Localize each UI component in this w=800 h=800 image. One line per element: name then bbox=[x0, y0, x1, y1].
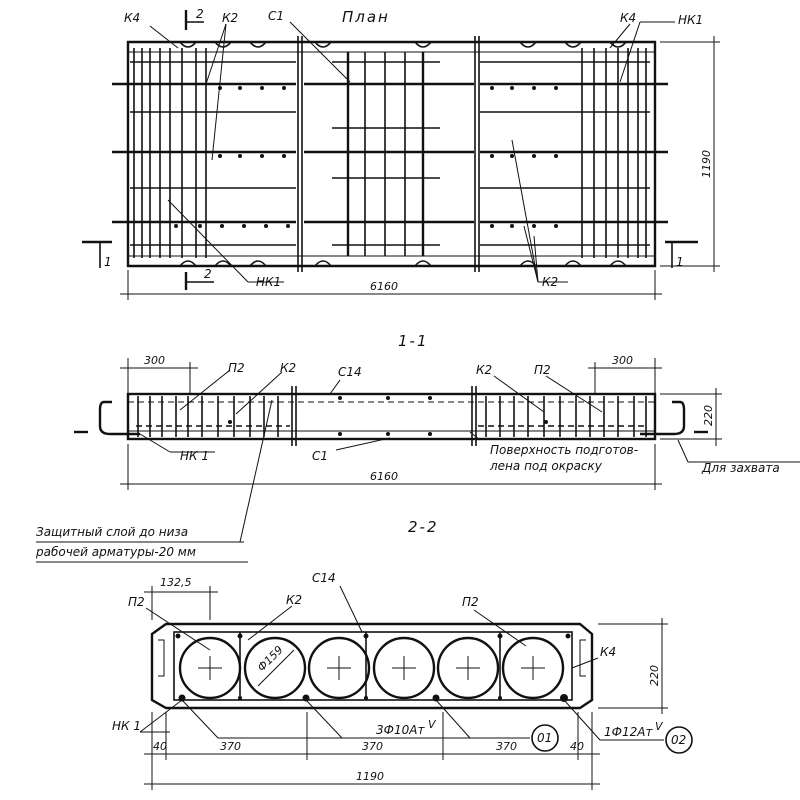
plan-title: План bbox=[342, 8, 390, 26]
section-1-title: 1-1 bbox=[398, 332, 429, 350]
hollow-cores bbox=[178, 636, 565, 700]
position-marker-02 bbox=[665, 726, 693, 754]
section-1-dots bbox=[228, 396, 548, 436]
section-2-2: 2-2 132,5 С14 П2 К2 Ф159 П2 К4 НК 1 3Ф10… bbox=[112, 518, 693, 790]
label-cut-1-left: 1 bbox=[104, 255, 112, 269]
section-1-1: 1-1 П2 К2 С14 К2 П2 НК 1 С1 300 300 6160… bbox=[35, 332, 800, 563]
label-phi159: Ф159 bbox=[255, 643, 286, 674]
label-p2-right-s2: П2 bbox=[462, 595, 479, 609]
label-k2-right-s1: К2 bbox=[476, 363, 492, 377]
note-cover-line1: Защитный слой до низа bbox=[36, 525, 188, 539]
dim-left-300: 300 bbox=[144, 354, 165, 367]
dim-370-2: 370 bbox=[362, 740, 383, 753]
label-pos-02: 02 bbox=[671, 733, 686, 747]
dim-section-2-total: 1190 bbox=[356, 770, 384, 783]
plan-cut-markers bbox=[82, 10, 698, 290]
plan-outline bbox=[126, 40, 657, 268]
label-c1-s1: С1 bbox=[312, 449, 328, 463]
plan-mesh-right bbox=[581, 48, 647, 258]
plan-mesh-left bbox=[133, 48, 207, 258]
dim-section-1-height: 220 bbox=[702, 405, 715, 426]
plan-leaders bbox=[149, 21, 675, 283]
label-cut-2-top: 2 bbox=[196, 7, 204, 21]
section-2-outline bbox=[150, 622, 594, 710]
dim-370-1: 370 bbox=[220, 740, 241, 753]
label-p2-right-s1: П2 bbox=[534, 363, 551, 377]
section-1-outline bbox=[126, 392, 657, 441]
plan-rebar-dots bbox=[174, 86, 558, 228]
label-rebar-edge: 1Ф12Ат bbox=[604, 725, 653, 739]
section-1-dims bbox=[120, 358, 722, 490]
note-cover-line2: рабочей арматуры-20 мм bbox=[35, 545, 196, 559]
lifting-hook-left bbox=[98, 400, 140, 436]
label-rebar-edge-class: V bbox=[655, 720, 664, 733]
plan-dims bbox=[120, 36, 720, 300]
plan-c1-cage bbox=[304, 52, 474, 256]
label-c1-plan: С1 bbox=[268, 9, 284, 23]
label-cut-1-right: 1 bbox=[676, 255, 684, 269]
label-p2-left-s2: П2 bbox=[128, 595, 145, 609]
dim-section-1-length: 6160 bbox=[370, 470, 398, 483]
label-k2-top: К2 bbox=[222, 11, 238, 25]
label-nk1-right: НК1 bbox=[678, 13, 703, 27]
dim-right-300: 300 bbox=[612, 354, 633, 367]
section-1-mesh-left bbox=[137, 396, 279, 437]
section-2-dots bbox=[175, 633, 571, 702]
note-lifting: Для захвата bbox=[701, 461, 780, 475]
label-k2-bottom: К2 bbox=[542, 275, 558, 289]
label-c14-s2: С14 bbox=[312, 571, 336, 585]
label-rebar-main-class: V bbox=[428, 718, 437, 731]
label-k4-s2: К4 bbox=[600, 645, 616, 659]
section-1-mesh-right bbox=[485, 396, 647, 437]
label-rebar-main: 3Ф10Ат bbox=[376, 723, 425, 737]
dim-plan-width: 1190 bbox=[700, 150, 713, 178]
dim-132-5: 132,5 bbox=[160, 576, 192, 589]
label-pos-01: 01 bbox=[537, 731, 552, 745]
plan-view: План К4 2 К2 С1 К4 НК1 1 1 2 НК1 К2 6160… bbox=[82, 7, 720, 300]
label-nk1-bottom: НК1 bbox=[256, 275, 281, 289]
dim-40-right: 40 bbox=[570, 740, 584, 753]
label-k2-left-s1: К2 bbox=[280, 361, 296, 375]
lifting-hook-right bbox=[640, 400, 686, 436]
label-c14-s1: С14 bbox=[338, 365, 362, 379]
section-1-leaders bbox=[139, 369, 800, 543]
section-2-dims bbox=[144, 586, 668, 790]
label-k2-s2: К2 bbox=[286, 593, 302, 607]
label-k4-right: К4 bbox=[620, 11, 636, 25]
dim-plan-length: 6160 bbox=[370, 280, 398, 293]
dim-40-left: 40 bbox=[153, 740, 167, 753]
section-2-leaders bbox=[139, 585, 664, 741]
label-k4-left: К4 bbox=[124, 11, 140, 25]
section-2-title: 2-2 bbox=[408, 518, 439, 536]
dim-370-3: 370 bbox=[496, 740, 517, 753]
label-nk1-s2: НК 1 bbox=[112, 719, 141, 733]
dim-section-2-height: 220 bbox=[648, 665, 661, 686]
note-surface-line1: Поверхность подготов- bbox=[490, 443, 638, 457]
label-cut-2-bottom: 2 bbox=[204, 267, 212, 281]
label-nk1-s1: НК 1 bbox=[180, 449, 209, 463]
label-p2-left-s1: П2 bbox=[228, 361, 245, 375]
note-surface-line2: лена под окраску bbox=[489, 459, 603, 473]
position-marker-01 bbox=[531, 724, 559, 752]
